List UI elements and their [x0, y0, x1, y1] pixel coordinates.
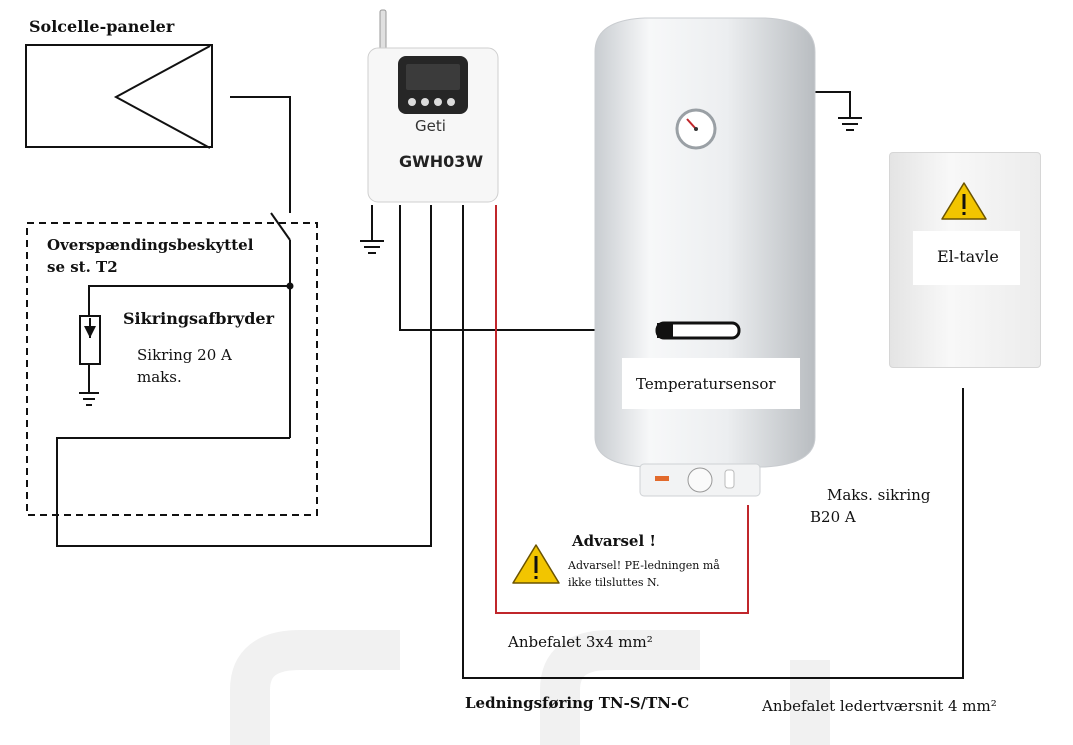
recommended-cross-section-label: Anbefalet ledertværsnit 4 mm²	[762, 697, 997, 715]
warning-text-line1: Advarsel! PE-ledningen må	[568, 559, 720, 572]
wiring-tn-label: Ledningsføring TN-S/TN-C	[465, 694, 690, 712]
circuit-breaker-symbol	[79, 315, 101, 365]
max-fuse-label-line2: B20 A	[810, 508, 856, 526]
switch-icon	[270, 212, 291, 241]
temperature-sensor-probe	[655, 321, 741, 340]
ground-icon	[79, 392, 99, 406]
solar-panel-symbol	[25, 44, 213, 149]
surge-protection-label-line2: se st. T2	[47, 258, 118, 276]
water-heater-tank	[594, 17, 816, 497]
max-fuse-label-line1: Maks. sikring	[827, 486, 931, 504]
warning-text-line2: ikke tilsluttes N.	[568, 576, 660, 589]
fuse-label-line1: Sikring 20 A	[137, 346, 232, 364]
device-brand: Geti	[415, 117, 446, 135]
recommended-3x4-label: Anbefalet 3x4 mm²	[508, 633, 653, 651]
temperature-sensor-label: Temperatursensor	[636, 375, 776, 393]
warning-icon	[941, 182, 987, 220]
distribution-board-label: El-tavle	[937, 247, 999, 266]
antenna-icon	[379, 9, 387, 53]
warning-icon	[512, 544, 560, 584]
fuse-label-line2: maks.	[137, 368, 182, 386]
temperature-sensor-label-box	[622, 358, 800, 409]
solar-panels-label: Solcelle-paneler	[29, 17, 175, 36]
ground-icon	[838, 117, 862, 131]
thermometer-gauge-icon	[675, 108, 717, 150]
surge-protection-label-line1: Overspændingsbeskyttel	[47, 236, 254, 254]
surge-protection-box	[26, 222, 318, 516]
distribution-board-label-box	[913, 231, 1020, 285]
warning-title: Advarsel !	[572, 532, 656, 550]
controller-device	[367, 9, 499, 203]
ground-icon	[360, 240, 384, 254]
device-model: GWH03W	[399, 152, 484, 171]
circuit-breaker-label: Sikringsafbryder	[123, 309, 275, 328]
